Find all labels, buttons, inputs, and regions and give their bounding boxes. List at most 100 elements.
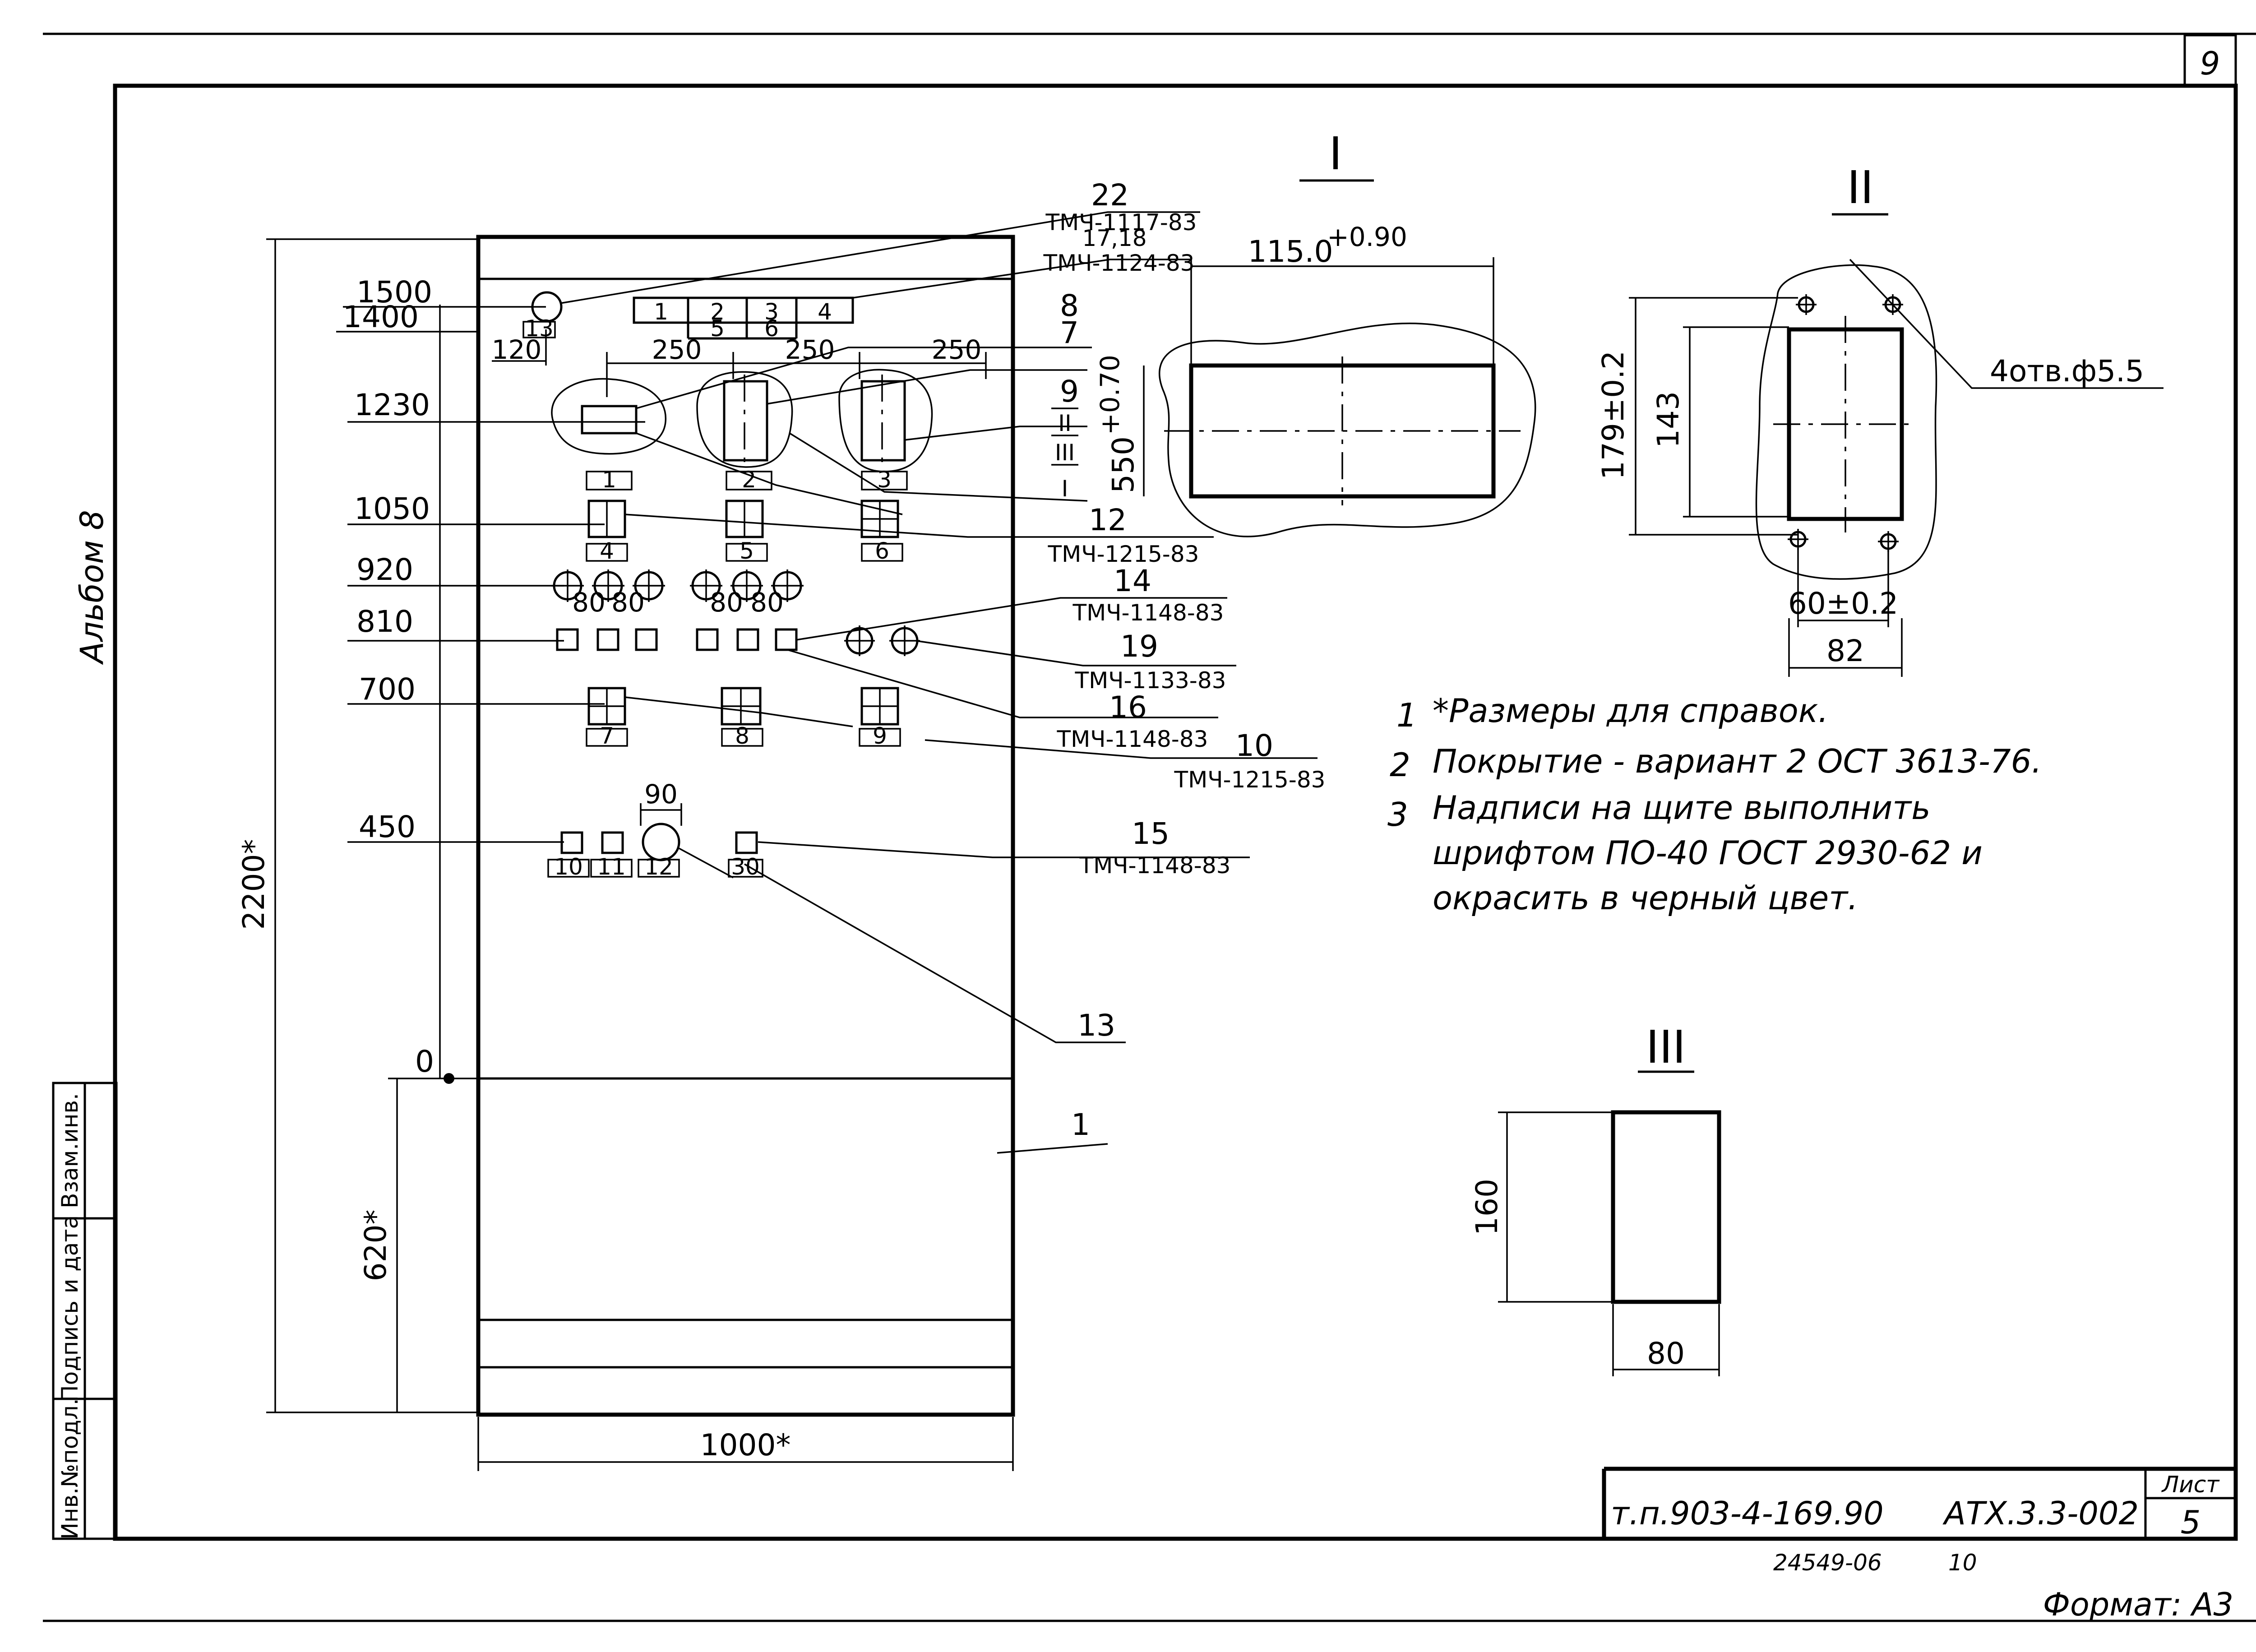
note-3-line-3: окрасить в черный цвет. (1433, 879, 1858, 917)
callout-15: 15 (1132, 816, 1170, 851)
callout-10: 10 (1235, 728, 1273, 763)
view-II-title: II (1847, 161, 1874, 214)
callout-14-spec: ТМЧ-1148-83 (1073, 600, 1224, 626)
switch-row-450 (547, 803, 763, 878)
level-920: 920 (356, 552, 413, 587)
view-II-height-outer: 179±0.2 (1596, 351, 1631, 480)
note-3-text: Надписи на щите выполнить (1433, 789, 1931, 827)
callout-12-spec: ТМЧ-1215-83 (1048, 541, 1199, 567)
terminal-cell-4: 4 (818, 299, 832, 325)
project-code: т.п.903-4-169.90 (1611, 1495, 1884, 1532)
level-marks: 1500 1400 1230 1050 920 810 700 450 0 (336, 275, 645, 1079)
note-3-num: 3 (1387, 796, 1408, 833)
view-II-height-inner: 143 (1651, 391, 1686, 448)
switch-row-1050 (586, 500, 903, 562)
callout-17-18-spec: ТМЧ-1124-83 (1043, 250, 1195, 276)
device-tag-1: 1 (602, 467, 616, 493)
origin-point (444, 1073, 454, 1084)
side-stamp: Инв.№подл. Подпись и дата Взам.инв. (52, 1082, 118, 1540)
instrument-row (551, 369, 933, 472)
view-I-width-tol: +0.90 (1327, 222, 1407, 252)
level-1230: 1230 (354, 388, 430, 422)
device-tag-6: 6 (875, 538, 889, 564)
sheet-label: Лист (2161, 1472, 2220, 1498)
switch-row-810 (556, 625, 920, 656)
leader-lines (560, 211, 1318, 1154)
view-mark-II: II (1058, 410, 1072, 436)
note-3-line-2: шрифтом ПО-40 ГОСТ 2930-62 и (1433, 834, 1983, 872)
view-II-width-holes: 60±0.2 (1788, 586, 1898, 621)
note-2-num: 2 (1390, 746, 1410, 784)
view-II (1629, 213, 2164, 677)
callout-14: 14 (1114, 564, 1151, 598)
callout-15-spec: ТМЧ-1148-83 (1079, 852, 1231, 879)
terminal-cell-1: 1 (654, 299, 668, 325)
terminal-cell-3: 3 (764, 299, 779, 325)
device-tag-2: 2 (742, 467, 756, 493)
archive-code: 24549-06 (1773, 1550, 1882, 1576)
notes: 1 *Размеры для справок. 2 Покрытие - вар… (1387, 692, 2042, 917)
spacing-dims (492, 329, 987, 397)
dim-120: 120 (492, 334, 542, 365)
view-II-holes: 4отв.ф5.5 (1990, 354, 2144, 389)
dim-80-b: 80 (611, 587, 645, 618)
panel-front (476, 235, 1015, 1417)
callouts: 22 ТМЧ-1117-83 17,18 ТМЧ-1124-83 8 7 9 I… (1043, 178, 1326, 1142)
dim-80-a: 80 (572, 587, 606, 618)
device-tag-13: 13 (525, 315, 554, 342)
level-1500: 1500 (356, 275, 432, 310)
terminal-cell-5: 5 (710, 315, 725, 342)
callout-22: 22 (1091, 178, 1129, 213)
view-II-width-outer: 82 (1826, 634, 1864, 668)
level-1400: 1400 (343, 300, 419, 334)
lamp-row-920 (551, 569, 804, 602)
callout-I: I (1062, 476, 1068, 502)
view-III-height: 160 (1470, 1179, 1504, 1236)
level-700: 700 (359, 672, 416, 707)
view-III-width: 80 (1647, 1336, 1685, 1371)
level-810: 810 (356, 604, 413, 639)
callout-19-spec: ТМЧ-1133-83 (1075, 667, 1226, 694)
terminal-cell-6: 6 (764, 315, 779, 342)
dim-width: 1000* (700, 1428, 791, 1462)
callout-13: 13 (1077, 1008, 1115, 1043)
view-I-height: 550 (1106, 436, 1141, 493)
view-mark-III: III (1055, 440, 1075, 466)
stamp-signature-date: Подпись и дата (57, 1215, 83, 1402)
view-I-height-tol: +0.70 (1095, 355, 1125, 435)
callout-19: 19 (1120, 629, 1158, 664)
callout-7: 7 (1060, 315, 1079, 350)
title-block (1602, 1467, 2236, 1539)
callout-12: 12 (1089, 503, 1127, 537)
device-tag-7: 7 (600, 723, 614, 749)
device-tag-9: 9 (873, 723, 887, 749)
callout-9: 9 (1060, 374, 1079, 409)
callout-8: 8 (1060, 288, 1079, 323)
stamp-inv-podl: Инв.№подл. (57, 1398, 83, 1539)
album-label: Альбом 8 (74, 510, 111, 665)
view-III-title: III (1646, 1021, 1686, 1074)
stamp-vzam-inv: Взам.инв. (57, 1093, 83, 1208)
callout-17-18: 17,18 (1082, 225, 1146, 251)
callout-22-spec: ТМЧ-1117-83 (1045, 209, 1197, 236)
note-2-text: Покрытие - вариант 2 ОСТ 3613-76. (1433, 742, 2042, 780)
callout-1: 1 (1071, 1107, 1090, 1142)
view-I-title: I (1329, 127, 1342, 180)
note-1-num: 1 (1396, 696, 1417, 734)
dim-base: 620* (358, 1210, 393, 1282)
level-1050: 1050 (354, 491, 430, 526)
sheet-frame (43, 32, 2256, 1622)
view-I-width: 115.0 (1248, 234, 1333, 269)
dim-90: 90 (644, 779, 678, 810)
document-code: АТХ.3.3-002 (1942, 1495, 2139, 1532)
view-III (1498, 1070, 1721, 1376)
dim-height: 2200* (236, 839, 271, 930)
sheet-value: 5 (2181, 1504, 2201, 1541)
terminal-cell-2: 2 (710, 299, 725, 325)
terminal-block (633, 296, 854, 340)
device-tag-4: 4 (600, 538, 614, 564)
device-tag-12: 12 (644, 854, 673, 880)
view-I (1143, 179, 1536, 537)
dim-250-c: 250 (932, 334, 982, 365)
format-label: Формат: А3 (2043, 1586, 2233, 1623)
